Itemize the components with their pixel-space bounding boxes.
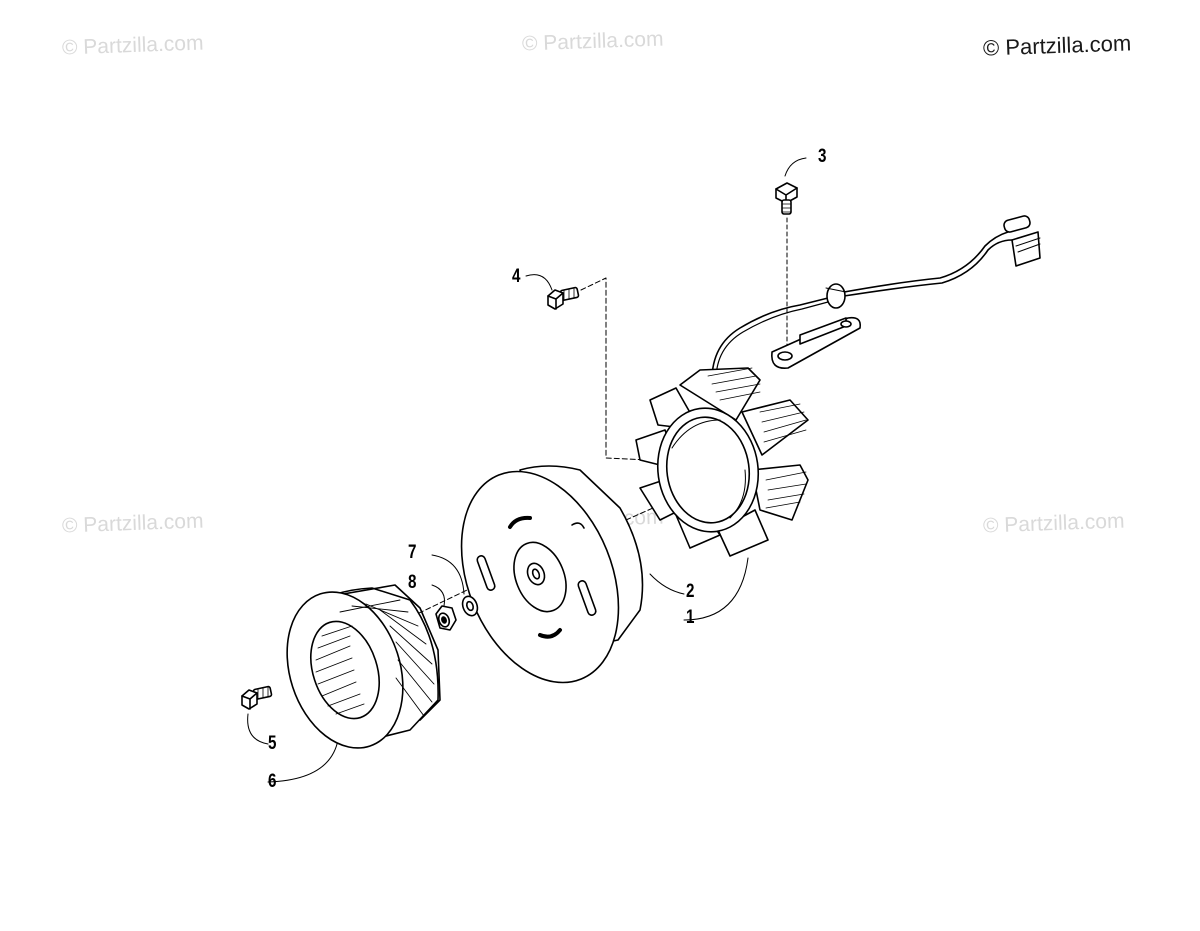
part-6-cooling-fan: [268, 577, 440, 763]
part-5-bolt: [242, 686, 272, 709]
callout-1: 1: [686, 607, 695, 628]
callout-2: 2: [686, 581, 695, 602]
callout-7: 7: [408, 542, 417, 563]
part-2-flywheel: [432, 448, 648, 706]
part-8-nut: [436, 606, 456, 630]
part-3-screw: [776, 183, 797, 214]
wire-harness: [712, 215, 1040, 380]
callout-8: 8: [408, 572, 417, 593]
callout-4: 4: [512, 266, 521, 287]
callout-3: 3: [818, 146, 827, 167]
part-4-bolt: [548, 287, 579, 309]
part-7-washer: [460, 594, 480, 618]
callout-5: 5: [268, 733, 277, 754]
part-1-stator: [636, 368, 808, 556]
ground-plate: [772, 318, 860, 368]
callout-6: 6: [268, 771, 277, 792]
